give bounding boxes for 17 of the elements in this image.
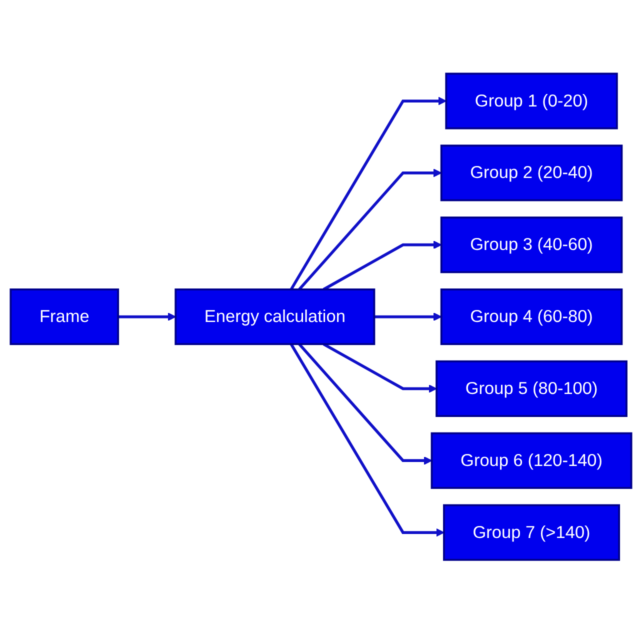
- node-box: Group 2 (20-40): [440, 144, 623, 202]
- node-box: Group 4 (60-80): [440, 288, 623, 346]
- arrow: [290, 344, 444, 537]
- node-box: Group 5 (80-100): [436, 360, 628, 418]
- arrow: [298, 168, 442, 291]
- node-box: Group 6 (120-140): [430, 432, 632, 490]
- arrow: [322, 343, 437, 394]
- node-box: Group 3 (40-60): [440, 216, 623, 274]
- node-box: Group 1 (0-20): [445, 72, 618, 130]
- arrow: [290, 97, 447, 290]
- arrow: [118, 312, 176, 322]
- node-box: Group 7 (>140): [443, 504, 620, 562]
- node-box: Energy calculation: [174, 288, 376, 346]
- arrow: [322, 240, 442, 291]
- arrow: [298, 343, 432, 466]
- arrow: [374, 312, 442, 322]
- node-box: Frame: [10, 288, 120, 346]
